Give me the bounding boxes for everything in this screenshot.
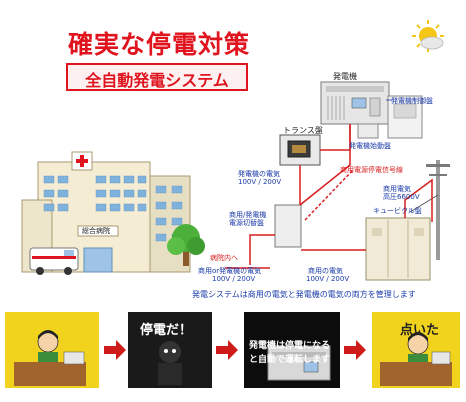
utility-pole — [409, 160, 450, 260]
switch-panel — [274, 204, 302, 248]
sun-cloud-icon — [412, 20, 444, 52]
commercial-power-label: 商用電気 — [383, 185, 411, 193]
transformer-label: トランス盤 — [283, 126, 323, 135]
arrow-right-icon — [344, 340, 366, 360]
page-title: 確実な停電対策 — [68, 30, 251, 59]
step-3-caption-line2: と自動で運転します — [249, 355, 331, 365]
page-subtitle: 全自動発電システム — [85, 71, 229, 90]
power-wires — [225, 124, 433, 269]
generator-start-label: 発電機始動盤 — [349, 142, 391, 150]
tree — [167, 224, 205, 266]
person-working-1 — [14, 330, 86, 386]
arrow-right-icon — [216, 340, 238, 360]
commercial-or-generator-label: 商用or発電機の電気 — [198, 267, 262, 275]
generator-power-label: 発電機の電気 — [238, 170, 280, 178]
transformer-panel — [279, 134, 321, 166]
person-working-2 — [380, 332, 452, 386]
high-voltage-label: 高圧6600V — [383, 193, 420, 201]
switch-panel-label-2: 電源切替盤 — [229, 219, 264, 227]
commercial-or-generator-voltage: 100V / 200V — [212, 275, 256, 283]
outage-signal-label: 商用電源停電信号線 — [340, 166, 403, 174]
step-2-caption: 停電だ！ — [140, 323, 193, 338]
hospital-name-label: 総合病院 — [82, 227, 110, 235]
step-4-caption: 点いた — [400, 323, 440, 338]
ambulance — [29, 247, 79, 275]
generator-illustration — [320, 81, 390, 125]
generator-label: 発電機 — [333, 72, 357, 81]
subtitle-frame — [66, 63, 248, 91]
hospital-building — [21, 151, 191, 273]
commercial-power-2-label: 商用の電気 — [308, 267, 343, 275]
person-in-dark — [158, 341, 182, 385]
generator-control-panel — [386, 95, 423, 139]
generator-start-board — [357, 123, 379, 139]
generator-power-voltage: 100V / 200V — [238, 178, 282, 186]
generator-running — [267, 345, 331, 381]
step-3-caption-line1: 発電機は停電になる — [249, 341, 331, 351]
generator-control-panel-label: 発電機制御盤 — [391, 97, 433, 105]
commercial-power-2-voltage: 100V / 200V — [306, 275, 350, 283]
cubicle-panel — [365, 217, 431, 281]
to-hospital-label: 病院内へ — [210, 254, 238, 262]
switch-panel-label-1: 商用/発電機 — [229, 211, 267, 219]
arrow-right-icon — [104, 340, 126, 360]
system-note: 発電システムは商用の電気と発電機の電気の両方を管理します — [192, 290, 416, 299]
cubicle-label: キュービクル盤 — [373, 207, 422, 215]
